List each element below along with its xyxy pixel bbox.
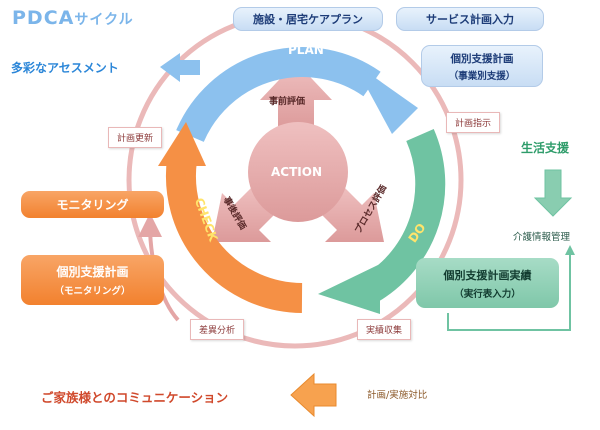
monitoring-label: モニタリング: [56, 198, 129, 212]
title-kana: サイクル: [74, 12, 134, 28]
plan-support-line2: （事業別支援）: [448, 70, 516, 82]
plan-vs-actual-text: 計画/実施対比: [367, 390, 428, 401]
care-plan-label: 施設・居宅ケアプラン: [253, 13, 363, 26]
care-plan-box: 施設・居宅ケアプラン: [233, 7, 383, 31]
check-arc: [165, 158, 303, 313]
do-support-line2: （実行表入力）: [454, 288, 521, 300]
life-support-arrow: [533, 169, 573, 217]
plan-support-box: 個別支援計画 （事業別支援）: [421, 45, 543, 87]
check-support-box: 個別支援計画 （モニタリング）: [21, 255, 164, 305]
life-support-text: 生活支援: [521, 141, 570, 155]
do-support-box: 個別支援計画実績 （実行表入力）: [416, 258, 559, 308]
do-arc: [363, 128, 446, 301]
check-support-line2: （モニタリング）: [54, 286, 131, 297]
assessment-text: 多彩なアセスメント: [11, 61, 119, 75]
plan-label: PLAN: [288, 43, 324, 57]
action-label: ACTION: [271, 165, 322, 179]
service-plan-input-label: サービス計画入力: [426, 13, 514, 26]
communication-arrow: [290, 372, 337, 418]
difference-analysis-tag: 差異分析: [190, 319, 245, 340]
title-latin: PDCA: [12, 7, 75, 29]
pre-eval-label: 事前評価: [269, 97, 306, 107]
plan-arrowhead: [353, 62, 418, 134]
plan-support-line1: 個別支援計画: [450, 52, 514, 65]
plan-update-tag: 計画更新: [108, 127, 163, 148]
action-arrow-up: [260, 62, 332, 130]
do-arrowhead: [318, 264, 380, 314]
service-plan-input-box: サービス計画入力: [396, 7, 544, 31]
assessment-arrow: [160, 53, 200, 82]
care-info-text: 介護情報管理: [513, 232, 571, 243]
page-title: PDCAサイクル: [12, 7, 134, 29]
check-arrowhead: [158, 122, 206, 166]
care-info-connector: [447, 245, 575, 331]
monitoring-box: モニタリング: [21, 191, 164, 218]
check-support-line1: 個別支援計画: [56, 265, 129, 279]
communication-text: ご家族様とのコミュニケーション: [41, 390, 229, 405]
do-support-line1: 個別支援計画実績: [443, 268, 532, 282]
plan-arc: [176, 47, 381, 143]
plan-instruction-tag: 計画指示: [446, 112, 501, 133]
result-collection-tag: 実績収集: [357, 319, 412, 340]
action-disc: [248, 122, 348, 222]
